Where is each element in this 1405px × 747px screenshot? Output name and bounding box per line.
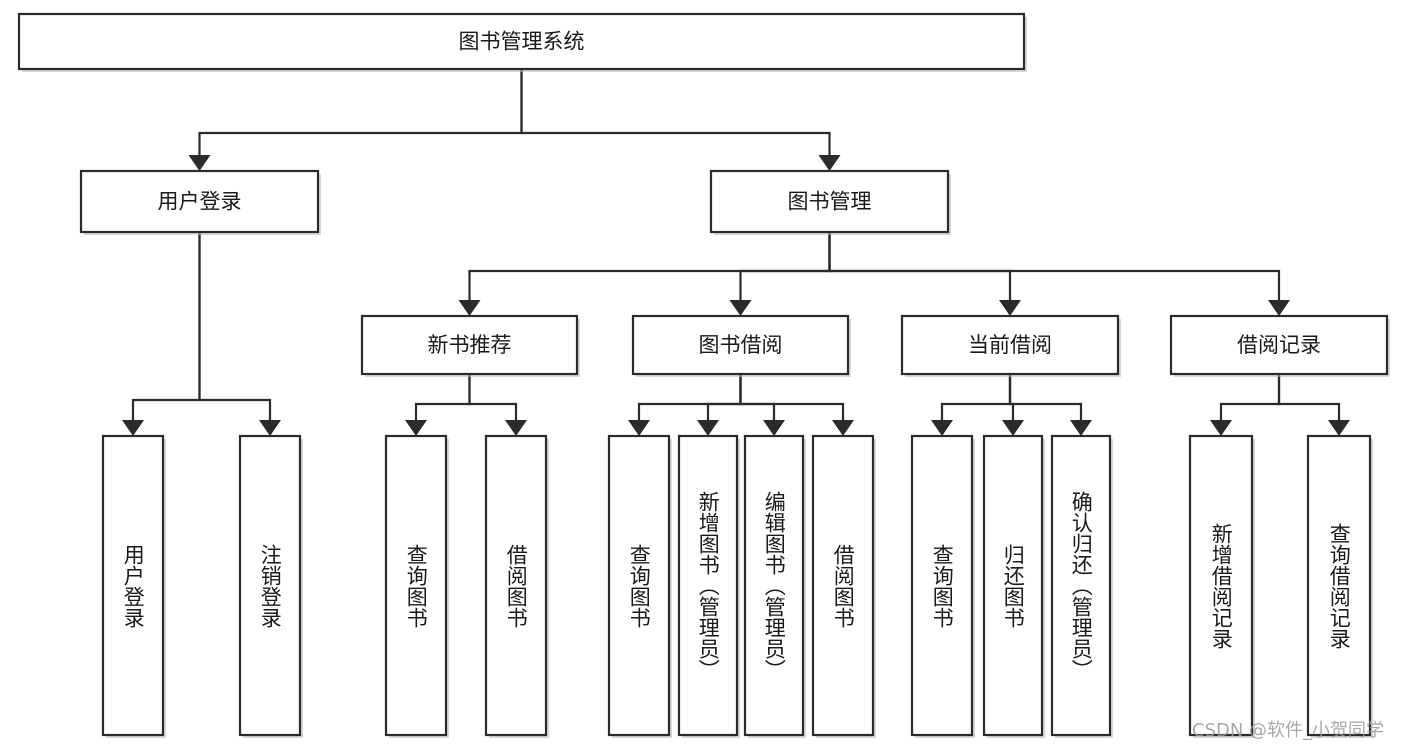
connector-book-manage-to-new-book-rec [458, 232, 831, 316]
node-leaf-user-login[interactable] [101, 434, 166, 738]
node-leaf-borrow-book-1[interactable] [484, 434, 549, 738]
connector-user-login-to-leaf-user-login [122, 232, 201, 436]
node-user-login[interactable]: 用户登录 [79, 169, 321, 235]
node-rect[interactable] [982, 434, 1044, 737]
node-book-borrow[interactable]: 图书借阅 [631, 314, 851, 377]
csdn-watermark: CSDN @软件_小贺同学 [1192, 720, 1385, 741]
connector-current-borrow-to-leaf-confirm-return [1008, 374, 1092, 436]
connector-current-borrow-to-leaf-query-book-3 [931, 374, 1012, 436]
node-leaf-query-book-2[interactable] [607, 434, 672, 738]
node-rect[interactable] [1306, 434, 1372, 737]
node-rect[interactable] [484, 434, 548, 737]
node-rect[interactable] [900, 314, 1120, 376]
node-label: 图书管理 [788, 190, 872, 214]
connector-root-to-user-login [188, 69, 523, 171]
node-rect[interactable] [1188, 434, 1254, 737]
node-rect[interactable] [677, 434, 739, 737]
node-rect[interactable] [1169, 314, 1389, 376]
node-rect[interactable] [910, 434, 974, 737]
node-rect[interactable] [743, 434, 805, 737]
node-leaf-borrow-book-2[interactable] [811, 434, 876, 738]
node-rect[interactable] [709, 169, 950, 234]
connector-book-borrow-to-leaf-borrow-book-2 [739, 374, 854, 436]
node-label: 借阅记录 [1237, 333, 1321, 357]
node-leaf-add-book[interactable] [677, 434, 740, 738]
connector-borrow-record-to-leaf-query-record [1277, 374, 1350, 436]
connector-new-book-rec-to-leaf-borrow-book-1 [468, 374, 527, 436]
connector-user-login-to-leaf-user-logout [198, 232, 281, 436]
node-leaf-add-record[interactable] [1188, 434, 1255, 738]
node-rect[interactable] [17, 12, 1026, 71]
connector-new-book-rec-to-leaf-query-book-1 [405, 374, 471, 436]
node-leaf-confirm-return[interactable] [1050, 434, 1113, 738]
node-new-book-rec[interactable]: 新书推荐 [360, 314, 580, 377]
node-borrow-record[interactable]: 借阅记录 [1169, 314, 1390, 377]
node-rect[interactable] [79, 169, 320, 234]
node-current-borrow[interactable]: 当前借阅 [900, 314, 1121, 377]
node-rect[interactable] [101, 434, 165, 737]
node-rect[interactable] [238, 434, 302, 737]
connector-root-to-book-manage [520, 69, 841, 171]
node-rect[interactable] [631, 314, 850, 376]
node-leaf-user-logout[interactable] [238, 434, 303, 738]
node-label: 用户登录 [158, 190, 242, 214]
node-rect[interactable] [607, 434, 671, 737]
node-leaf-query-book-3[interactable] [910, 434, 975, 738]
node-leaf-return-book[interactable] [982, 434, 1045, 738]
node-book-manage[interactable]: 图书管理 [709, 169, 951, 235]
node-rect[interactable] [384, 434, 448, 737]
node-label: 新书推荐 [428, 333, 512, 357]
node-rect[interactable] [811, 434, 875, 737]
node-leaf-query-book-1[interactable] [384, 434, 449, 738]
connector-borrow-record-to-leaf-add-record [1210, 374, 1281, 436]
node-label: 图书管理系统 [459, 30, 585, 54]
node-leaf-query-record[interactable] [1306, 434, 1373, 738]
node-root[interactable]: 图书管理系统 [17, 12, 1027, 72]
connector-book-manage-to-current-borrow [828, 232, 1021, 316]
node-label: 图书借阅 [699, 333, 783, 357]
connector-book-manage-to-book-borrow [729, 232, 831, 316]
node-label: 当前借阅 [968, 333, 1052, 357]
node-rect[interactable] [1050, 434, 1112, 737]
node-leaf-edit-book[interactable] [743, 434, 806, 738]
node-rect[interactable] [360, 314, 579, 376]
connector-book-manage-to-borrow-record [828, 232, 1290, 316]
